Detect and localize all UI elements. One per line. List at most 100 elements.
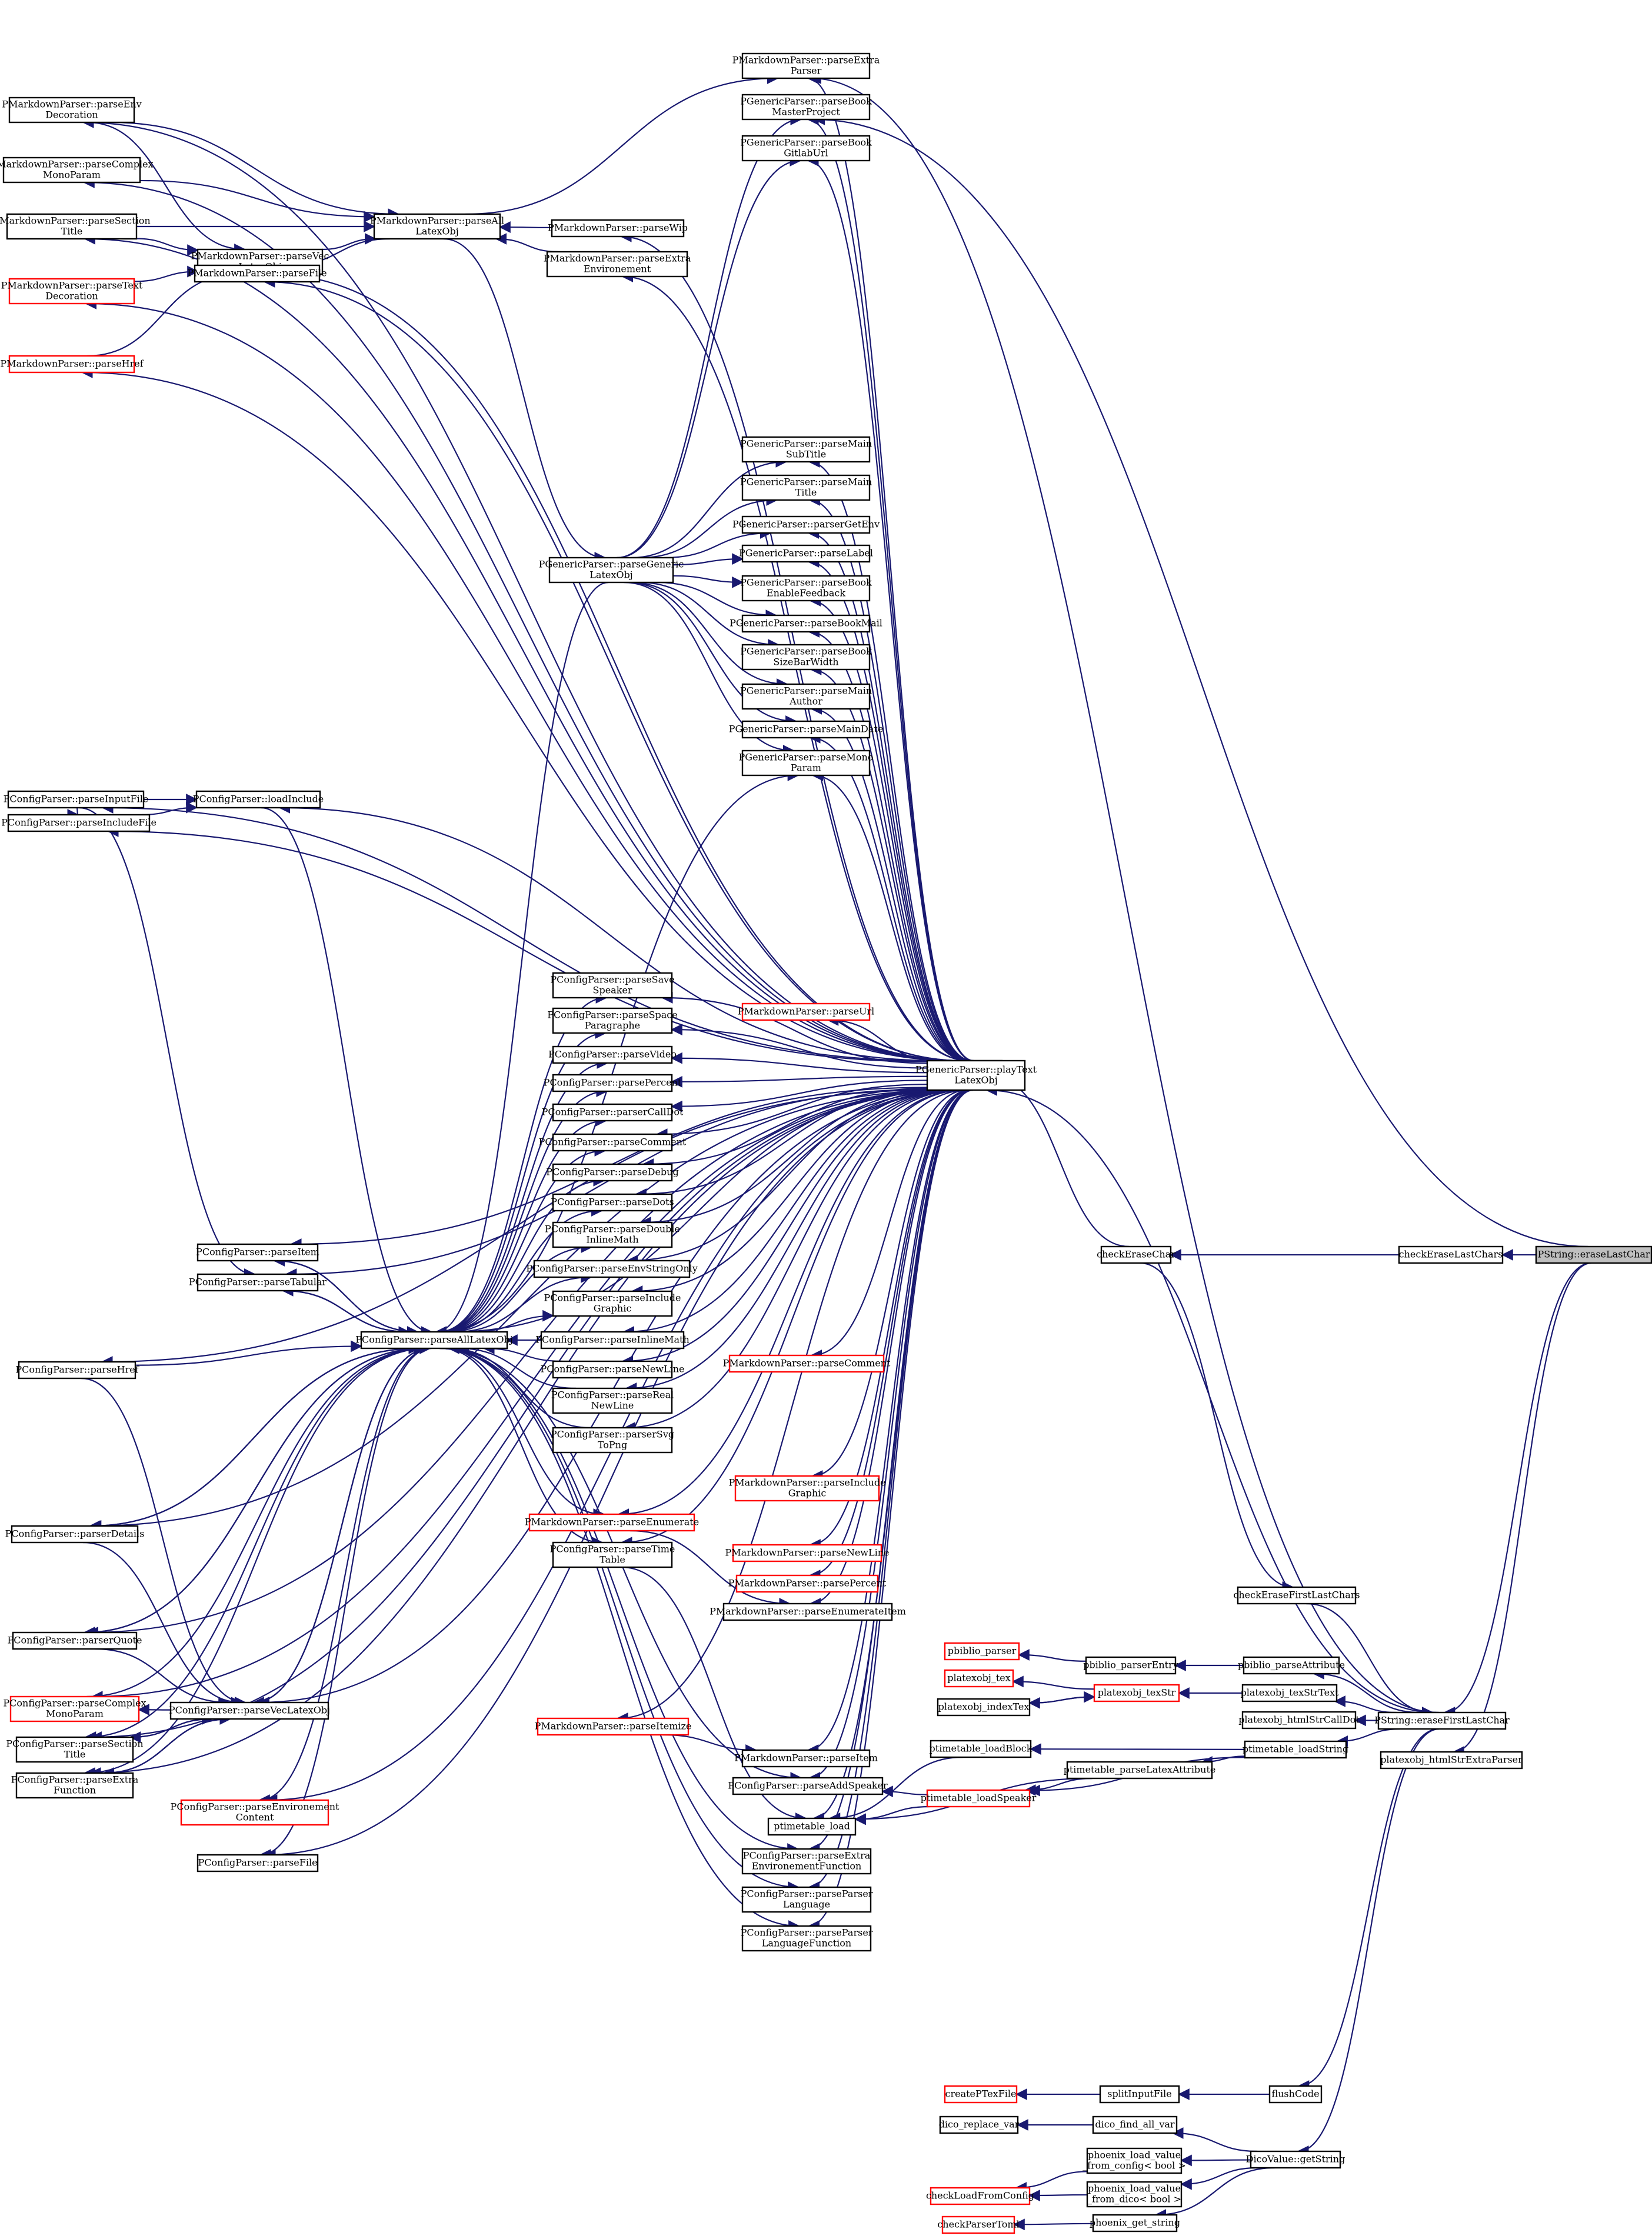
graph-node-n6[interactable]: platexobj_htmlStrExtraParser	[1380, 1751, 1523, 1770]
graph-node-n47[interactable]: PGenericParser::parserGetEnv	[732, 515, 880, 534]
node-box[interactable]	[6, 213, 138, 240]
graph-node-n15[interactable]: platexobj_texStr	[1093, 1684, 1180, 1702]
node-box[interactable]	[552, 1007, 673, 1034]
graph-node-n9[interactable]: platexobj_htmlStrCallDot	[1238, 1711, 1360, 1730]
node-box[interactable]	[741, 135, 871, 162]
node-box[interactable]	[540, 1331, 685, 1350]
graph-node-n14[interactable]: pbiblio_parser	[944, 1642, 1020, 1661]
graph-node-n48[interactable]: PGenericParser::parseLabel	[739, 544, 873, 563]
graph-node-n27[interactable]: phoenix_load_value_from_dico< bool >	[1086, 2181, 1183, 2208]
graph-node-n26[interactable]: phoenix_load_value_from_config< bool >	[1083, 2147, 1186, 2174]
node-box[interactable]	[1244, 1740, 1347, 1759]
graph-node-n72[interactable]: PMarkdownParser::parseComment	[723, 1354, 891, 1373]
graph-node-n58[interactable]: PConfigParser::parseIncludeFile	[1, 814, 156, 832]
node-box[interactable]	[552, 1360, 673, 1379]
graph-node-n83[interactable]: PConfigParser::parseTabular	[189, 1273, 327, 1292]
graph-node-n36[interactable]: PMarkdownParser::parseWip	[548, 219, 688, 238]
node-box[interactable]	[1092, 2214, 1178, 2233]
graph-node-n43[interactable]: PMarkdownParser::parseFile	[187, 264, 327, 283]
graph-node-n81[interactable]: PMarkdownParser::parseEnumerateItem	[710, 1602, 906, 1621]
node-box[interactable]	[1237, 1586, 1357, 1605]
graph-node-n1[interactable]: checkEraseLastChars	[1398, 1245, 1504, 1264]
node-box[interactable]	[360, 1331, 508, 1350]
node-box[interactable]	[8, 96, 135, 124]
graph-node-n8[interactable]: platexobj_texStrText	[1241, 1684, 1340, 1702]
node-box[interactable]	[941, 2215, 1015, 2234]
graph-node-n94[interactable]: PMarkdownParser::parseItemize	[535, 1717, 692, 1736]
node-box[interactable]	[741, 614, 871, 633]
node-box[interactable]	[741, 94, 871, 121]
node-box[interactable]	[926, 1789, 1031, 1808]
node-box[interactable]	[15, 1736, 134, 1763]
node-box[interactable]	[552, 1221, 673, 1248]
node-box[interactable]	[741, 1848, 872, 1875]
graph-node-n35[interactable]: PMarkdownParser::parseAllLatexObj	[370, 213, 504, 240]
graph-node-n61[interactable]: PMarkdownParser::parseUrl	[738, 1002, 875, 1021]
node-box[interactable]	[1377, 1711, 1507, 1730]
graph-node-n57[interactable]: PConfigParser::loadInclude	[193, 790, 324, 809]
graph-node-n93[interactable]: PConfigParser::parseFile	[196, 1854, 319, 1873]
graph-node-n18[interactable]: ptimetable_loadBlock	[930, 1740, 1032, 1758]
node-box[interactable]	[741, 436, 871, 463]
node-box[interactable]	[944, 1642, 1020, 1661]
node-box[interactable]	[11, 1525, 139, 1544]
node-box[interactable]	[196, 1273, 319, 1292]
node-box[interactable]	[722, 1602, 893, 1621]
node-box[interactable]	[533, 1260, 691, 1278]
node-box[interactable]	[552, 1541, 673, 1568]
graph-node-n56[interactable]: PConfigParser::parseInputFile	[4, 790, 149, 809]
graph-node-n97[interactable]: PConfigParser::parseExtraEnvironementFun…	[741, 1848, 872, 1875]
node-box[interactable]	[735, 1574, 879, 1593]
graph-node-n62[interactable]: PConfigParser::parseVideo	[548, 1045, 677, 1064]
node-box[interactable]	[551, 219, 685, 238]
graph-node-n24[interactable]: dico_find_all_var	[1092, 2115, 1178, 2134]
node-box[interactable]	[196, 1243, 319, 1262]
graph-node-n5[interactable]: PString::eraseFirstLastChar	[1374, 1711, 1510, 1730]
node-box[interactable]	[1092, 2115, 1178, 2134]
node-box[interactable]	[196, 1854, 319, 1873]
graph-node-n69[interactable]: PConfigParser::parseEnvStringOnly	[526, 1260, 698, 1278]
node-box[interactable]	[937, 1698, 1031, 1717]
graph-node-n29[interactable]: checkLoadFromConfig	[926, 2187, 1034, 2205]
graph-node-n25[interactable]: dico_replace_var	[939, 2115, 1020, 2134]
node-box[interactable]	[537, 1717, 690, 1736]
node-box[interactable]	[552, 1387, 673, 1414]
node-box[interactable]	[1398, 1245, 1504, 1264]
graph-node-n10[interactable]: ptimetable_loadString	[1243, 1740, 1348, 1759]
graph-node-n87[interactable]: PConfigParser::parserQuote	[8, 1631, 142, 1650]
node-box[interactable]	[12, 1631, 138, 1650]
graph-node-n99[interactable]: PConfigParser::parseParserLanguageFuncti…	[741, 1925, 873, 1952]
graph-node-n30[interactable]: checkParserToml	[937, 2215, 1020, 2234]
graph-node-n28[interactable]: phoenix_get_string	[1090, 2214, 1180, 2233]
node-box[interactable]	[741, 544, 871, 563]
graph-node-n89[interactable]: PConfigParser::parseVecLatexObj	[169, 1701, 330, 1720]
node-box[interactable]	[552, 1074, 673, 1092]
node-box[interactable]	[552, 1103, 673, 1122]
node-box[interactable]	[741, 644, 871, 671]
node-box[interactable]	[1099, 2085, 1180, 2104]
graph-node-n84[interactable]: PConfigParser::parseAllLatexObj	[355, 1331, 513, 1350]
node-box[interactable]	[195, 790, 321, 809]
node-box[interactable]	[1093, 1684, 1180, 1702]
graph-node-n12[interactable]: DicoValue::getString	[1246, 2150, 1345, 2169]
graph-node-n13[interactable]: pbiblio_parserEntry	[1083, 1656, 1178, 1675]
node-box[interactable]	[741, 749, 871, 777]
node-box[interactable]	[930, 2187, 1031, 2205]
node-box[interactable]	[741, 575, 871, 602]
graph-node-n79[interactable]: PMarkdownParser::parseNewLine	[725, 1544, 890, 1562]
